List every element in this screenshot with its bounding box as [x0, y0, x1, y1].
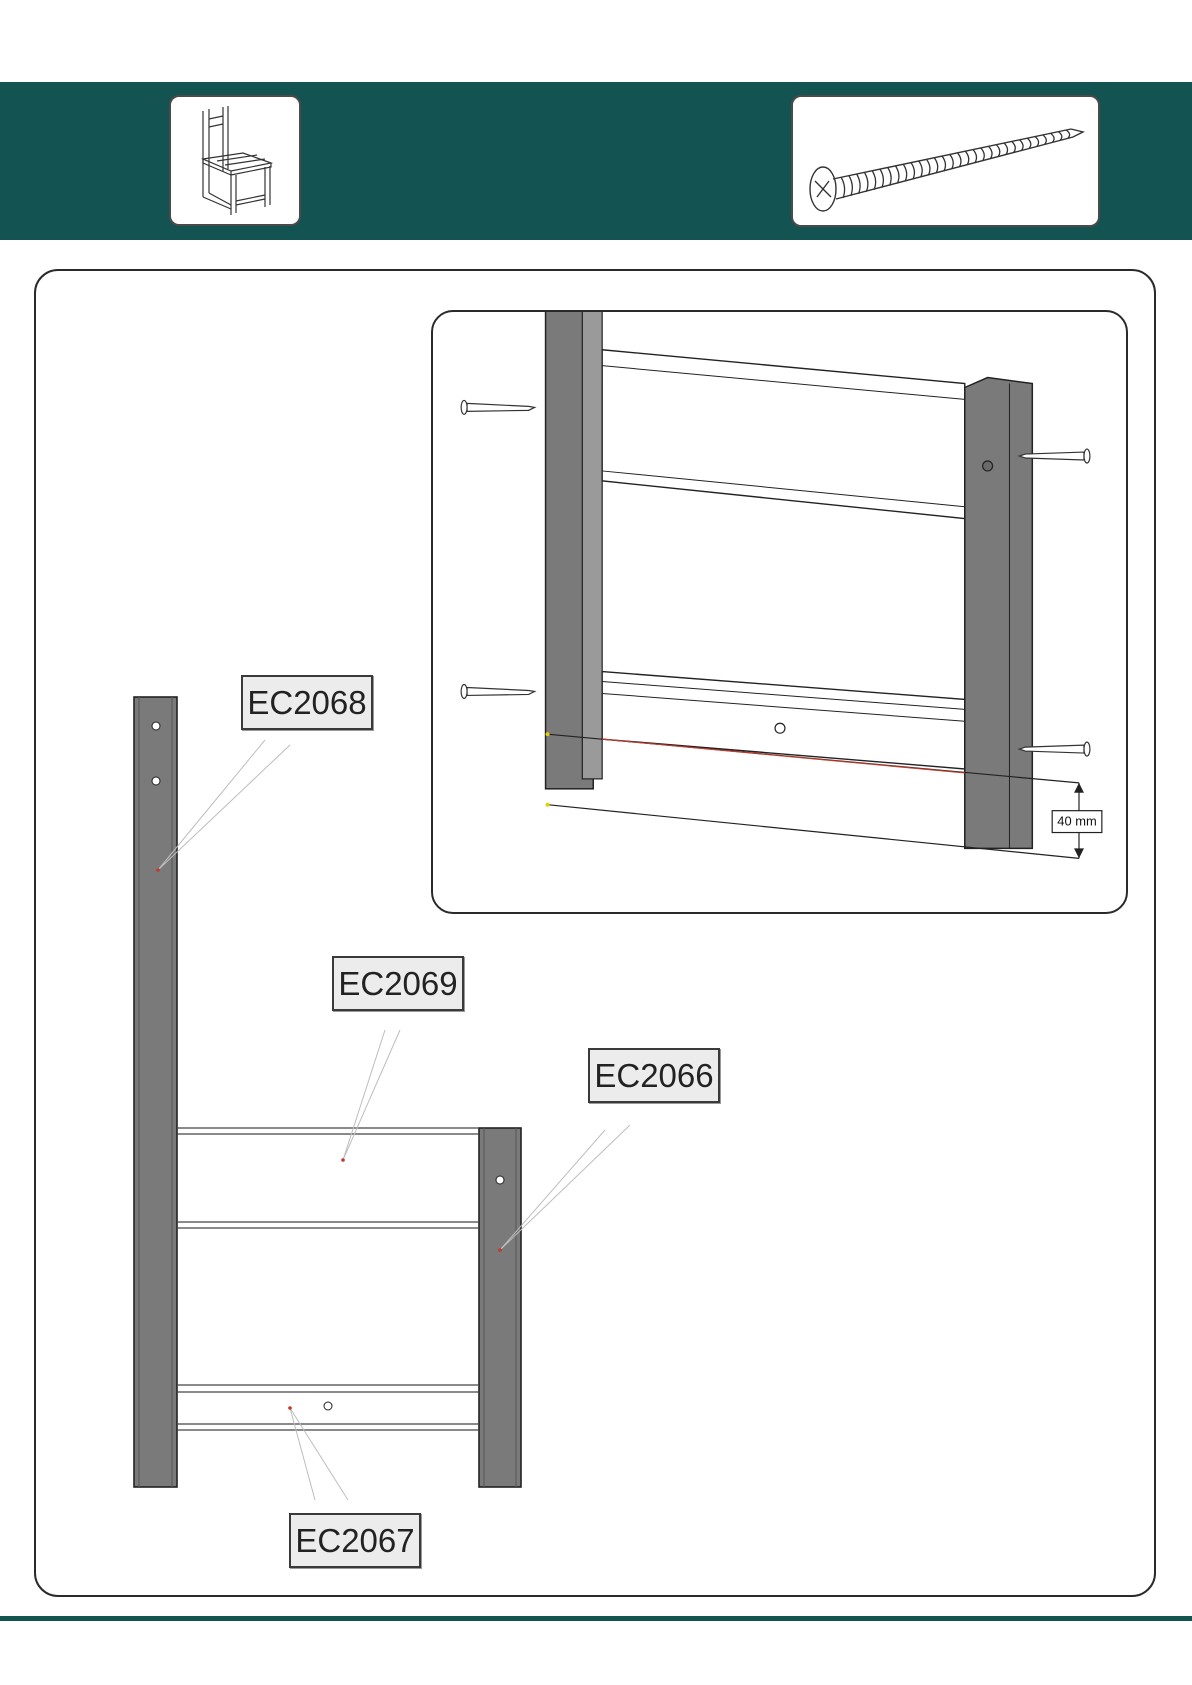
- part-label-ec2068: EC2068: [241, 675, 373, 730]
- detail-panel: 40 mm: [431, 310, 1128, 914]
- dimension-label: 40 mm: [1057, 814, 1096, 829]
- part-label-ec2066: EC2066: [588, 1048, 720, 1103]
- screw-icon: [793, 97, 1098, 225]
- chair-icon: [171, 97, 299, 224]
- part-label-ec2069: EC2069: [332, 956, 464, 1011]
- screw-thumbnail: [791, 95, 1100, 227]
- part-label-ec2067: EC2067: [289, 1513, 421, 1568]
- detail-assembly-drawing: 40 mm: [433, 312, 1126, 912]
- chair-thumbnail: [169, 95, 301, 226]
- screw-icon: [461, 685, 535, 699]
- footer-divider: [0, 1616, 1192, 1621]
- screw-icon: [461, 400, 535, 414]
